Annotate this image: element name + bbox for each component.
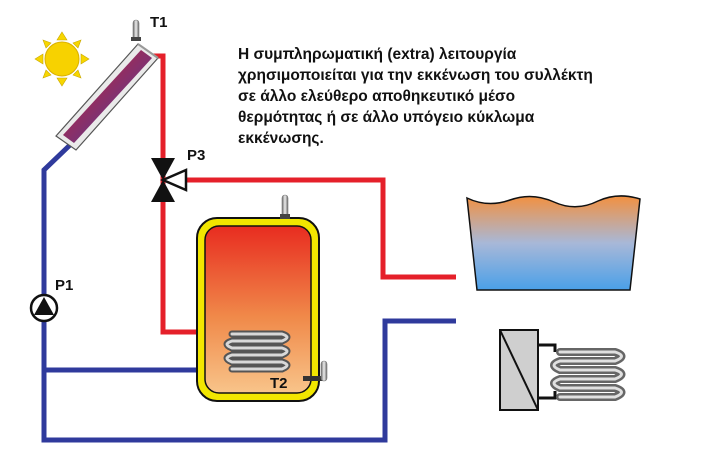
ground-loop-icon [499, 329, 626, 411]
pump-icon [29, 293, 59, 323]
solar-collector-icon [55, 43, 159, 151]
sun-icon [34, 31, 90, 87]
description-line: Η συμπληρωματική (extra) λειτουργία [238, 46, 517, 63]
heat-exchanger-coil-icon [223, 330, 291, 373]
thermometer-icon-t2 [303, 360, 328, 382]
description-line: θερμότητας ή σε άλλο υπόγειο κύκλωμα [238, 109, 535, 126]
pool-icon [466, 195, 641, 291]
description-line: εκκένωσης. [238, 130, 324, 147]
thermometer-icon-tank-top [280, 194, 290, 219]
description-line: σε άλλο ελεύθερο αποθηκευτικό μέσο [238, 88, 516, 105]
label-p1: P1 [55, 277, 73, 294]
label-t1: T1 [150, 14, 168, 31]
label-t2: T2 [270, 375, 288, 392]
description-text: Η συμπληρωματική (extra) λειτουργία χρησ… [238, 44, 698, 149]
storage-tank-icon [196, 217, 320, 402]
thermometer-icon-t1 [131, 19, 141, 41]
three-way-valve-icon [151, 158, 188, 202]
label-p3: P3 [187, 147, 205, 164]
description-line: χρησιμοποιείται για την εκκένωση του συλ… [238, 67, 593, 84]
